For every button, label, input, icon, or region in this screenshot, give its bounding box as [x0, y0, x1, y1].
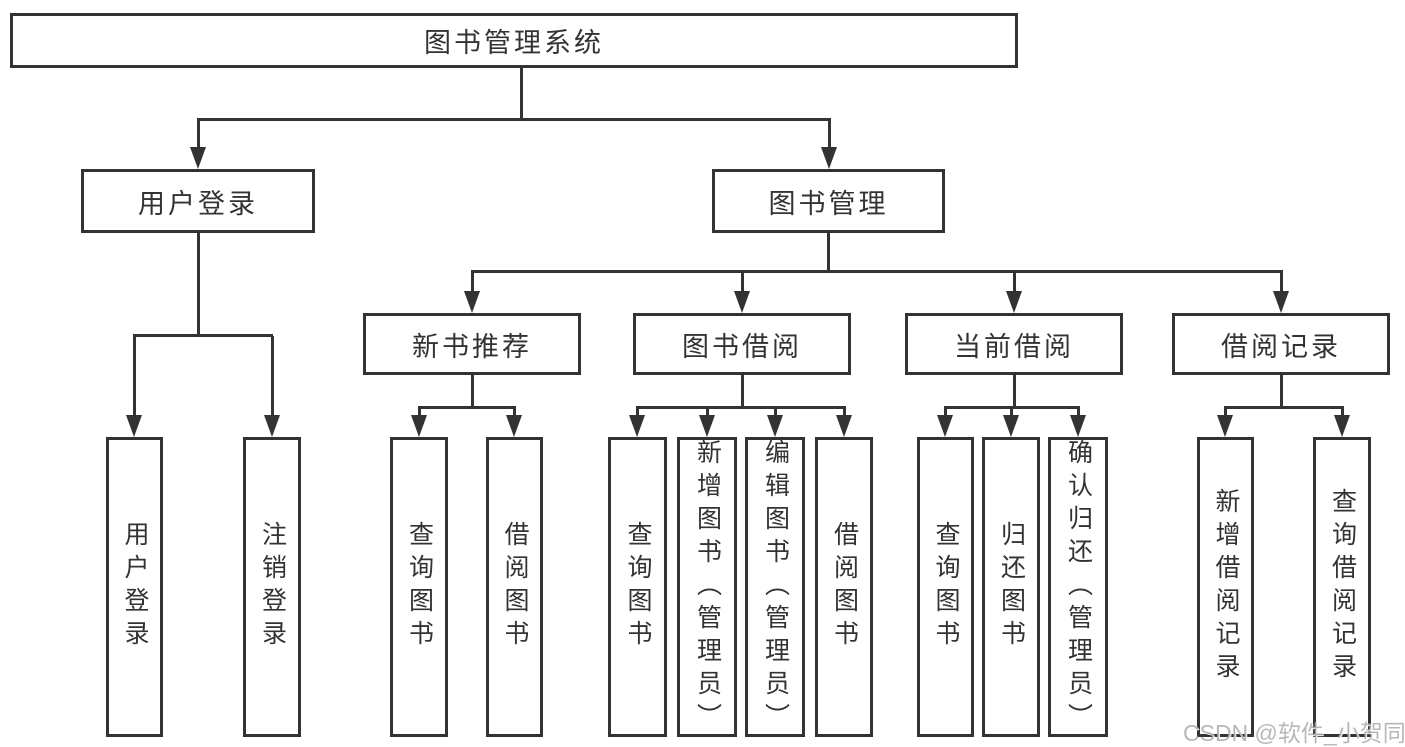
- connector-line: [197, 233, 200, 337]
- arrow-down-icon: [1003, 408, 1019, 437]
- leaf-edit-books-admin: 编辑图书（管理员）: [745, 437, 805, 737]
- leaf-label: 借阅图书: [501, 521, 529, 653]
- arrow-down-icon: [1006, 272, 1022, 313]
- leaf-user-login: 用户登录: [106, 437, 163, 737]
- leaf-label: 查询图书: [405, 521, 434, 653]
- connector-line: [418, 406, 516, 409]
- arrow-down-icon: [126, 336, 142, 437]
- leaf-label: 新增图书（管理员）: [693, 438, 722, 736]
- arrow-down-icon: [699, 408, 715, 437]
- node-label: 图书借阅: [682, 331, 802, 362]
- arrow-down-icon: [937, 408, 953, 437]
- connector-line: [636, 406, 846, 409]
- node-library-management-system: 图书管理系统: [10, 13, 1018, 68]
- connector-line: [471, 375, 474, 409]
- node-label: 图书管理系统: [424, 28, 604, 58]
- leaf-label: 归还图书: [997, 521, 1026, 653]
- connector-line: [1280, 375, 1283, 409]
- arrow-down-icon: [821, 120, 837, 169]
- node-label: 用户登录: [138, 188, 258, 219]
- node-book-management: 图书管理: [712, 169, 945, 233]
- node-current-borrowing: 当前借阅: [905, 313, 1123, 375]
- leaf-label: 新增借阅记录: [1212, 488, 1240, 686]
- leaf-label: 查询图书: [932, 521, 960, 653]
- arrow-down-icon: [1217, 408, 1233, 437]
- node-user-login: 用户登录: [81, 169, 315, 233]
- leaf-label: 注销登录: [258, 521, 287, 653]
- leaf-query-borrow-record: 查询借阅记录: [1313, 437, 1371, 737]
- connector-line: [471, 270, 1283, 273]
- leaf-confirm-return-admin: 确认归还（管理员）: [1048, 437, 1108, 737]
- connector-line: [944, 406, 1080, 409]
- connector-line: [1224, 406, 1344, 409]
- leaf-borrow-books-2: 借阅图书: [815, 437, 873, 737]
- arrow-down-icon: [1070, 408, 1086, 437]
- connector-line: [827, 233, 830, 273]
- arrow-down-icon: [629, 408, 645, 437]
- connector-line: [741, 375, 744, 409]
- arrow-down-icon: [506, 408, 522, 437]
- node-label: 新书推荐: [412, 331, 532, 362]
- node-label: 借阅记录: [1221, 331, 1341, 362]
- leaf-logout: 注销登录: [243, 437, 301, 737]
- arrow-down-icon: [836, 408, 852, 437]
- arrow-down-icon: [411, 408, 427, 437]
- leaf-query-books-2: 查询图书: [608, 437, 667, 737]
- connector-line: [197, 118, 831, 121]
- leaf-add-books-admin: 新增图书（管理员）: [677, 437, 737, 737]
- leaf-label: 确认归还（管理员）: [1064, 438, 1093, 736]
- leaf-borrow-books-1: 借阅图书: [486, 437, 543, 737]
- arrow-down-icon: [734, 272, 750, 313]
- arrow-down-icon: [264, 336, 280, 437]
- node-label: 图书管理: [768, 188, 889, 219]
- leaf-label: 借阅图书: [830, 521, 859, 653]
- arrow-down-icon: [1273, 272, 1289, 313]
- node-book-borrowing: 图书借阅: [633, 313, 851, 375]
- leaf-add-borrow-record: 新增借阅记录: [1197, 437, 1254, 737]
- connector-line: [520, 68, 523, 120]
- leaf-return-books: 归还图书: [982, 437, 1040, 737]
- leaf-query-books-1: 查询图书: [390, 437, 448, 737]
- arrow-down-icon: [190, 120, 206, 169]
- node-new-book-recommend: 新书推荐: [363, 313, 581, 375]
- arrow-down-icon: [1334, 408, 1350, 437]
- connector-line: [133, 334, 273, 337]
- leaf-label: 查询图书: [624, 521, 652, 653]
- leaf-label: 编辑图书（管理员）: [761, 438, 790, 736]
- leaf-label: 查询借阅记录: [1328, 488, 1357, 686]
- leaf-query-books-3: 查询图书: [917, 437, 974, 737]
- leaf-label: 用户登录: [121, 521, 149, 653]
- node-label: 当前借阅: [954, 331, 1074, 362]
- connector-line: [1013, 375, 1016, 409]
- node-borrowing-records: 借阅记录: [1172, 313, 1390, 375]
- csdn-watermark: CSDN @软件_小贺同学: [1183, 720, 1405, 746]
- arrow-down-icon: [767, 408, 783, 437]
- arrow-down-icon: [464, 272, 480, 313]
